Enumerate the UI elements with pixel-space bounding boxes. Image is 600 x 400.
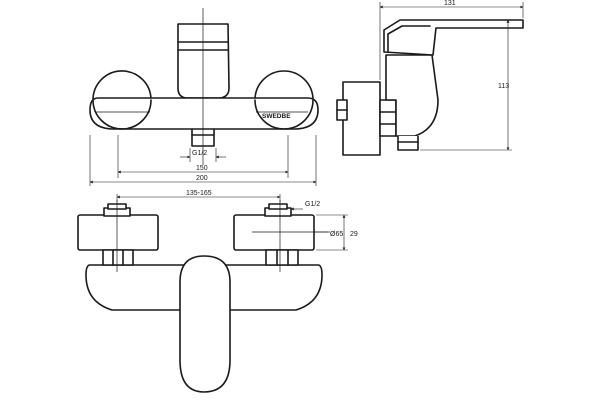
dim-center-range: 135-165 — [186, 190, 212, 197]
dim-overall-width: 200 — [196, 175, 208, 182]
side-view: 131 113 — [336, 0, 524, 156]
top-lever — [179, 255, 231, 393]
top-right-rosette — [233, 214, 315, 251]
side-lever — [383, 19, 524, 56]
dim-rosette-depth: 29 — [350, 231, 358, 238]
dim-depth-total: 131 — [444, 0, 456, 7]
side-body — [385, 54, 439, 137]
right-rosette — [254, 70, 314, 101]
front-view: SWEDBE G1/2 150 200 — [89, 8, 319, 186]
dim-thread-front: G1/2 — [192, 150, 207, 157]
dim-rosette-diameter: Ø65 — [330, 231, 343, 238]
left-rosette — [92, 70, 152, 101]
top-view: 135-165 G1/2 Ø65 29 — [77, 190, 358, 393]
dim-inner-width: 150 — [196, 165, 208, 172]
handle-lever — [177, 23, 230, 99]
dim-thread-bottom: G1/2 — [305, 201, 320, 208]
mixer-body — [89, 97, 319, 130]
side-rosette — [342, 81, 381, 156]
top-left-rosette — [77, 214, 159, 251]
brand-label: SWEDBE — [262, 113, 291, 120]
dim-height-total: 113 — [498, 83, 509, 90]
